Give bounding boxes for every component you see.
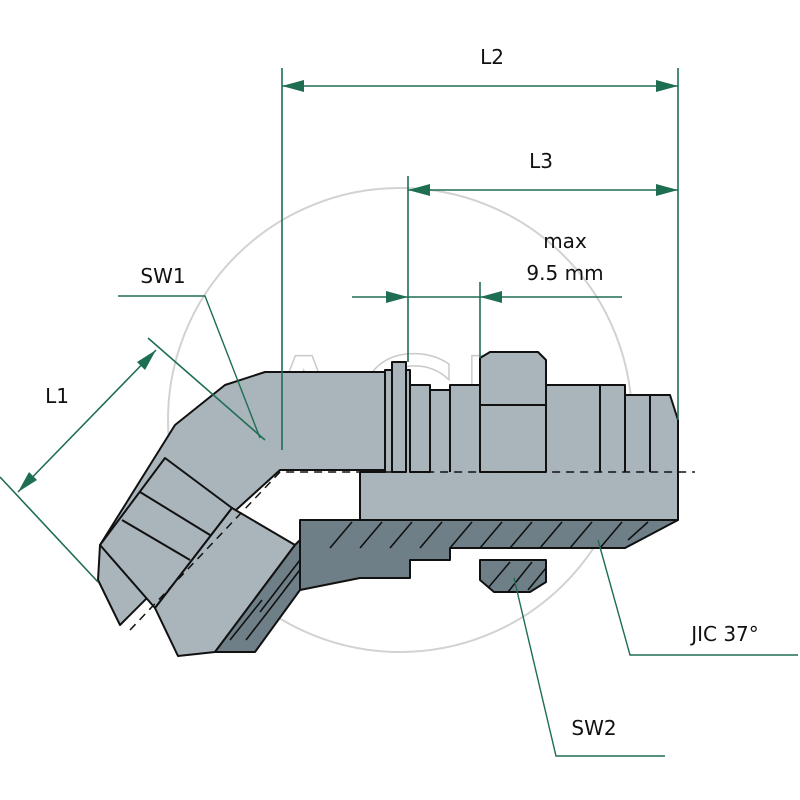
o-ring-groove: [409, 384, 431, 473]
l3-arrow-right: [656, 184, 678, 196]
dimension-lines: [0, 68, 798, 757]
swivel-nut-edge-2: [139, 491, 211, 536]
swivel-nut-edge: [121, 519, 191, 561]
straight-hatching: [329, 521, 649, 549]
straight-section: [299, 519, 679, 591]
l1-arrow-top: [137, 350, 156, 370]
label-l3: L3: [529, 149, 553, 173]
sw2-leader: [513, 577, 665, 757]
label-l1: L1: [45, 384, 69, 408]
jic-leader: [597, 539, 798, 656]
l3-arrow-left: [408, 184, 430, 196]
sw1-leader: [118, 295, 261, 439]
max-arrow-left: [386, 291, 408, 303]
retaining-ring: [391, 361, 407, 473]
centerline: [129, 471, 695, 631]
l1-extension-top: [147, 337, 266, 441]
l2-arrow-right: [656, 80, 678, 92]
l1-extension-bottom: [0, 476, 99, 583]
l1-arrow-bottom: [18, 472, 37, 492]
label-sw1: SW1: [140, 264, 185, 288]
lock-nut-section: [479, 559, 547, 593]
lock-nut-hatching: [487, 561, 547, 593]
l2-arrow-left: [282, 80, 304, 92]
fitting-body: [97, 351, 695, 657]
max-arrow-right: [480, 291, 502, 303]
l1-dimension-line: [17, 349, 157, 493]
label-jic: JIC 37°: [689, 622, 759, 646]
label-sw2: SW2: [571, 716, 616, 740]
label-max: max: [543, 229, 587, 253]
lock-nut-sw2: [479, 351, 547, 473]
labels: L2 L3 max 9.5 mm SW1 L1 JIC 37° SW2: [45, 45, 759, 740]
label-l2: L2: [480, 45, 504, 69]
label-max-value: 9.5 mm: [526, 261, 603, 285]
